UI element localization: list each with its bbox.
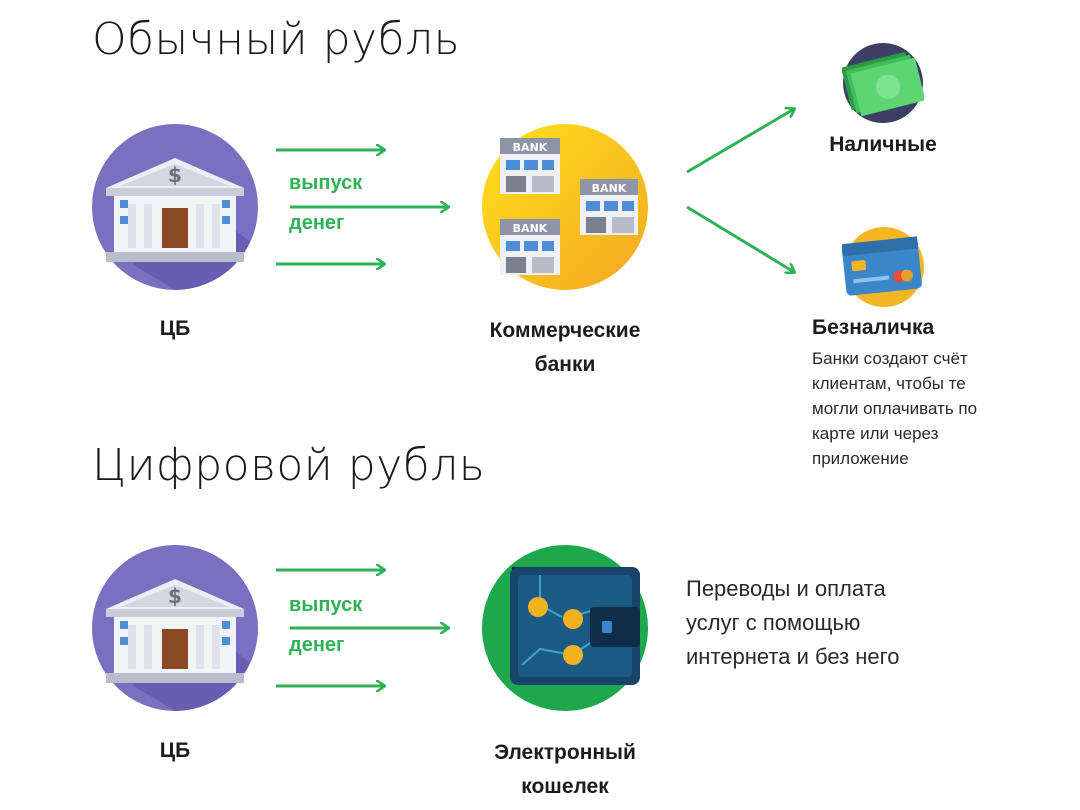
wallet-label-line1: Электронный <box>494 741 636 764</box>
svg-text:$: $ <box>168 163 182 187</box>
commercial-banks-label-line2: банки <box>534 353 596 376</box>
noncash-label: Безналичка <box>812 316 935 339</box>
bank-sign-1: BANK <box>513 141 548 154</box>
noncash-desc-line: приложение <box>812 449 909 468</box>
digital-desc-line: Переводы и оплата <box>686 576 886 601</box>
wallet-label-line2: кошелек <box>521 775 609 798</box>
emission-label-line2-digital: денег <box>289 634 345 656</box>
bank-sign-3: BANK <box>513 222 548 235</box>
noncash-desc-line: клиентам, чтобы те <box>812 374 966 393</box>
cash-label: Наличные <box>829 133 937 156</box>
digital-description: Переводы и оплата услуг с помощью интерн… <box>686 572 1046 674</box>
central-bank-icon: $ <box>92 124 258 290</box>
digital-ruble-title: Цифровой рубль <box>92 440 486 491</box>
emission-label-line1-digital: выпуск <box>289 594 363 616</box>
commercial-banks-label-line1: Коммерческие <box>489 319 641 342</box>
emission-label-line1: выпуск <box>289 172 363 194</box>
bank-card-icon <box>842 227 924 307</box>
electronic-wallet-icon <box>482 545 648 711</box>
commercial-banks-icon: BANK BANK BANK <box>482 124 648 290</box>
svg-text:$: $ <box>168 584 182 608</box>
noncash-description: Банки создают счёт клиентам, чтобы те мо… <box>812 346 1052 471</box>
cb-label: ЦБ <box>159 317 191 340</box>
bank-sign-2: BANK <box>592 182 627 195</box>
noncash-desc-line: Банки создают счёт <box>812 349 968 368</box>
noncash-desc-line: могли оплачивать по <box>812 399 978 418</box>
central-bank-icon-digital: $ <box>92 545 258 711</box>
emission-label-line2: денег <box>289 212 345 234</box>
digital-desc-line: услуг с помощью <box>686 610 861 635</box>
cb-label-digital: ЦБ <box>159 739 191 762</box>
noncash-desc-line: карте или через <box>812 424 939 443</box>
digital-desc-line: интернета и без него <box>686 644 900 669</box>
ordinary-ruble-title: Обычный рубль <box>92 14 461 65</box>
cash-icon <box>842 43 924 123</box>
arrow-to-noncash <box>686 205 794 272</box>
arrow-to-cash <box>686 109 794 174</box>
